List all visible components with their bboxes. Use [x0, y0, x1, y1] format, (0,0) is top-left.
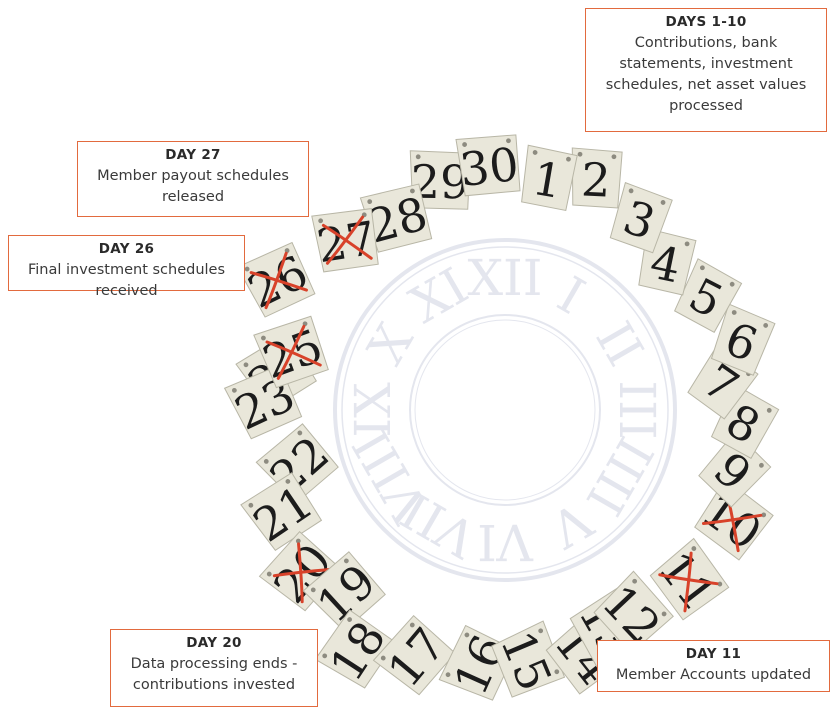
day-tile-27: 27: [312, 207, 380, 274]
day-number: 2: [580, 152, 612, 207]
svg-text:IIII: IIII: [574, 427, 664, 524]
day-number: 30: [457, 137, 521, 197]
callout-title: DAY 11: [604, 644, 823, 665]
callout-text: Final investment schedules received: [15, 260, 238, 302]
callout-days-1-10: DAYS 1-10 Contributions, bank statements…: [585, 8, 827, 132]
roman-numeral: II: [584, 312, 654, 375]
callout-day-27: DAY 27 Member payout schedules released: [77, 141, 309, 217]
callout-text: Contributions, bank statements, investme…: [592, 33, 820, 117]
roman-numeral: I: [548, 266, 594, 326]
roman-numeral: VI: [477, 513, 534, 571]
callout-title: DAYS 1-10: [592, 12, 820, 33]
callout-text: Member payout schedules released: [84, 166, 302, 208]
svg-text:VI: VI: [477, 513, 534, 571]
callout-day-11: DAY 11 Member Accounts updated: [597, 640, 830, 692]
svg-text:IX: IX: [344, 382, 402, 438]
callout-text: Member Accounts updated: [604, 665, 823, 686]
callout-title: DAY 26: [15, 239, 238, 260]
callout-day-20: DAY 20 Data processing ends - contributi…: [110, 629, 318, 707]
day-number: 15: [490, 623, 562, 698]
svg-text:XII: XII: [467, 249, 542, 307]
roman-numeral: IX: [344, 382, 402, 438]
roman-numeral: IIII: [574, 427, 664, 524]
roman-numeral: XII: [467, 249, 542, 307]
svg-text:II: II: [584, 312, 654, 375]
callout-title: DAY 20: [117, 633, 311, 654]
day-tiles-ring: 2423222120191817161514131211109876543229…: [225, 133, 780, 703]
day-number: 17: [377, 618, 456, 698]
svg-text:I: I: [548, 266, 594, 326]
day-tile-2: 2: [570, 148, 622, 208]
day-tile-1: 1: [518, 145, 577, 211]
day-tile-26: 26: [237, 241, 316, 319]
callout-title: DAY 27: [84, 145, 302, 166]
day-tile-17: 17: [374, 614, 457, 697]
day-tile-30: 30: [456, 133, 522, 197]
callout-text: Data processing ends - contributions inv…: [117, 654, 311, 696]
callout-day-26: DAY 26 Final investment schedules receiv…: [8, 235, 245, 291]
